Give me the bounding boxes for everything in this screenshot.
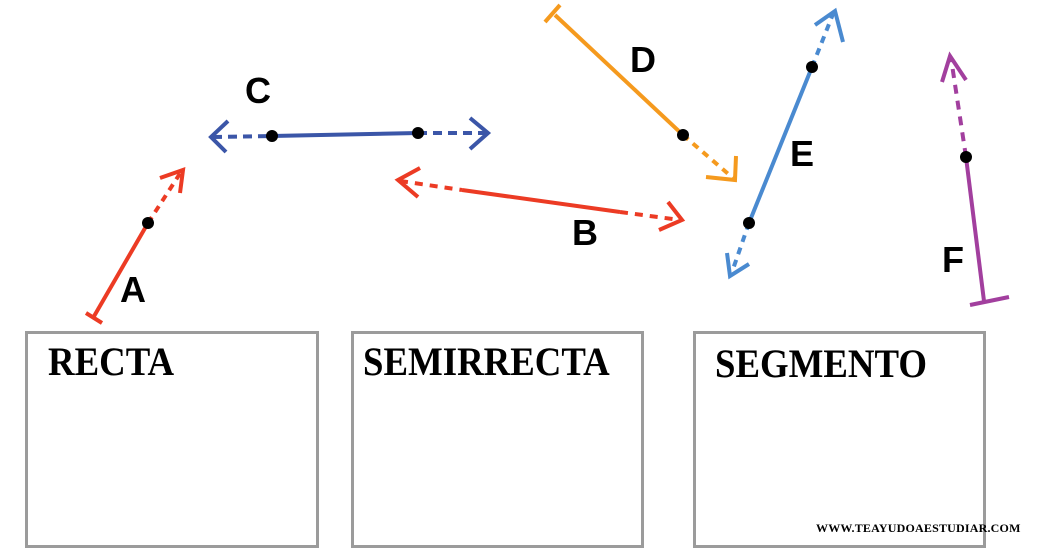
website-watermark: WWW.TEAYUDOAESTUDIAR.COM — [816, 521, 1021, 535]
figure-c-arrowhead-right-icon — [468, 116, 492, 151]
figure-c-point-2 — [412, 127, 424, 139]
figure-e-dashed-upper — [810, 13, 835, 68]
category-box-semirrecta[interactable]: SEMIRRECTA — [351, 331, 644, 548]
figure-d-point — [677, 129, 689, 141]
figure-b-dashed-left — [399, 179, 463, 192]
figure-c-arrowhead-left-icon — [208, 119, 230, 154]
figure-label-a: A — [120, 269, 146, 310]
figure-e-line[interactable] — [725, 7, 845, 280]
figure-d-arrowhead-icon — [705, 155, 738, 183]
figure-a-ray[interactable] — [84, 167, 186, 325]
figure-c-solid — [271, 131, 419, 138]
figure-label-b: B — [572, 212, 598, 253]
category-title-recta: RECTA — [48, 339, 175, 384]
figure-label-d: D — [630, 39, 656, 80]
figure-a-arrowhead-icon — [159, 167, 186, 194]
figure-label-e: E — [790, 133, 815, 174]
figure-c-line[interactable] — [208, 116, 492, 154]
figure-f-ray[interactable] — [940, 51, 1010, 307]
figure-f-solid — [964, 156, 986, 302]
figure-d-endpoint-bar — [543, 3, 562, 24]
category-title-semirrecta: SEMIRRECTA — [363, 339, 610, 384]
figure-a-solid — [91, 221, 150, 320]
figure-d-solid — [553, 13, 685, 137]
figure-f-endpoint-bar — [969, 295, 1010, 307]
category-box-recta[interactable]: RECTA — [25, 331, 319, 548]
figure-b-dashed-right — [619, 210, 681, 222]
figure-c-dashed-left — [212, 134, 273, 139]
figure-d-ray[interactable] — [543, 3, 738, 183]
figure-e-point-1 — [743, 217, 755, 229]
figure-b-arrowhead-left-icon — [394, 166, 421, 199]
figure-b-arrowhead-right-icon — [658, 200, 686, 232]
figure-label-c: C — [245, 70, 271, 111]
figure-b-line[interactable] — [394, 166, 686, 232]
figure-e-dashed-lower — [730, 222, 751, 273]
category-title-segmento: SEGMENTO — [715, 341, 928, 386]
figure-e-arrowhead-lower-icon — [725, 252, 751, 280]
figure-e-solid — [747, 66, 814, 224]
figure-c-point-1 — [266, 130, 278, 142]
figure-a-dashed — [146, 170, 183, 225]
figure-label-f: F — [942, 239, 964, 280]
figure-f-dashed — [949, 57, 968, 158]
figure-e-arrowhead-upper-icon — [813, 7, 845, 43]
figure-b-solid — [461, 188, 621, 214]
figure-a-point — [142, 217, 154, 229]
category-box-segmento[interactable]: SEGMENTO — [693, 331, 986, 548]
figure-f-point — [960, 151, 972, 163]
figure-d-dashed — [681, 133, 735, 180]
figure-a-endpoint-bar — [84, 311, 104, 325]
figure-f-arrowhead-icon — [940, 51, 968, 83]
figure-e-point-2 — [806, 61, 818, 73]
